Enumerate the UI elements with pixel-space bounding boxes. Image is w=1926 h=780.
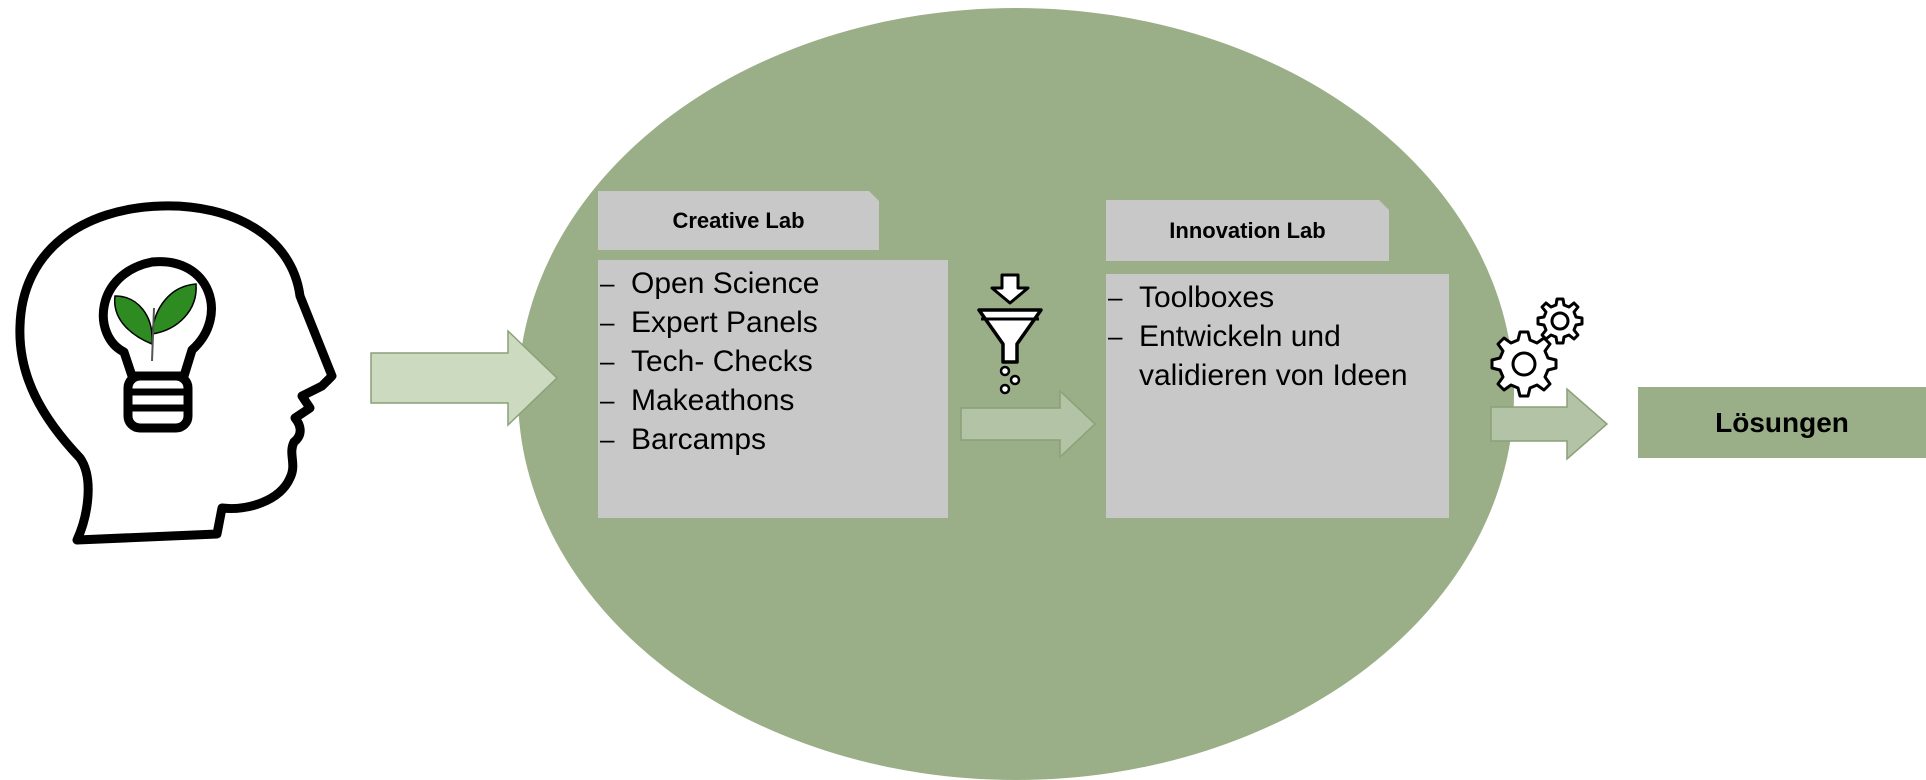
list-item: Tech- Checks — [598, 342, 948, 381]
creative-lab-list: Open Science Expert Panels Tech- Checks … — [598, 264, 948, 459]
innovation-lab-title: Innovation Lab — [1106, 200, 1389, 261]
creative-lab-title: Creative Lab — [598, 191, 879, 250]
arrow-input — [370, 329, 559, 427]
list-item: Entwickeln und validieren von Ideen — [1106, 317, 1444, 395]
list-item: Expert Panels — [598, 303, 948, 342]
leaf-right — [151, 283, 197, 335]
solutions-box: Lösungen — [1638, 387, 1926, 458]
arrow-output — [1490, 387, 1609, 461]
head-with-lightbulb-icon — [15, 201, 337, 545]
gears-icon — [1490, 297, 1584, 398]
list-item: Barcamps — [598, 420, 948, 459]
list-item: Makeathons — [598, 381, 948, 420]
creative-lab-panel: Open Science Expert Panels Tech- Checks … — [598, 260, 948, 518]
list-item: Toolboxes — [1106, 278, 1449, 317]
list-item: Open Science — [598, 264, 948, 303]
innovation-lab-list: Toolboxes Entwickeln und validieren von … — [1106, 278, 1449, 395]
innovation-lab-panel: Toolboxes Entwickeln und validieren von … — [1106, 274, 1449, 518]
arrow-between-labs — [960, 389, 1097, 459]
funnel-filter-icon — [977, 273, 1043, 395]
leaf-left — [114, 295, 153, 346]
